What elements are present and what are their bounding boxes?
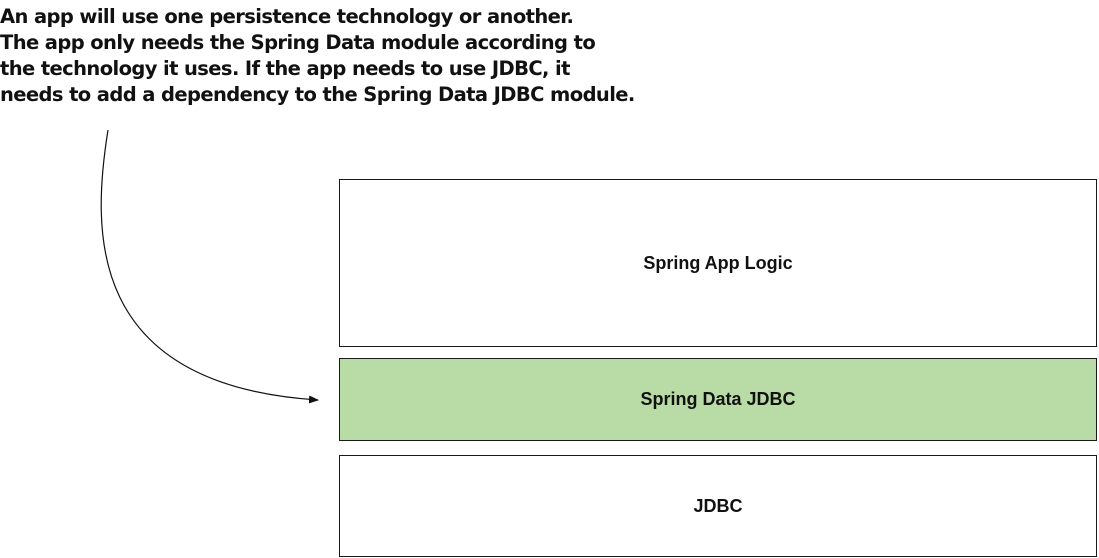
- layer-spring-data-jdbc: Spring Data JDBC: [339, 358, 1097, 441]
- annotation-line-1: An app will use one persistence technolo…: [0, 5, 574, 28]
- annotation-line-2: The app only needs the Spring Data modul…: [0, 31, 596, 54]
- layer-spring-app-logic: Spring App Logic: [339, 179, 1097, 347]
- arrow-curve: [100, 129, 319, 404]
- annotation-line-3: the technology it uses. If the app needs…: [0, 57, 570, 80]
- layer-jdbc: JDBC: [339, 455, 1097, 557]
- layer-label-jdbc: JDBC: [693, 495, 743, 516]
- annotation-line-4: needs to add a dependency to the Spring …: [0, 83, 635, 106]
- layer-label-spring-data-jdbc: Spring Data JDBC: [640, 389, 796, 409]
- layer-label-spring-app-logic: Spring App Logic: [643, 252, 793, 273]
- annotation-text: An app will use one persistence technolo…: [0, 4, 640, 108]
